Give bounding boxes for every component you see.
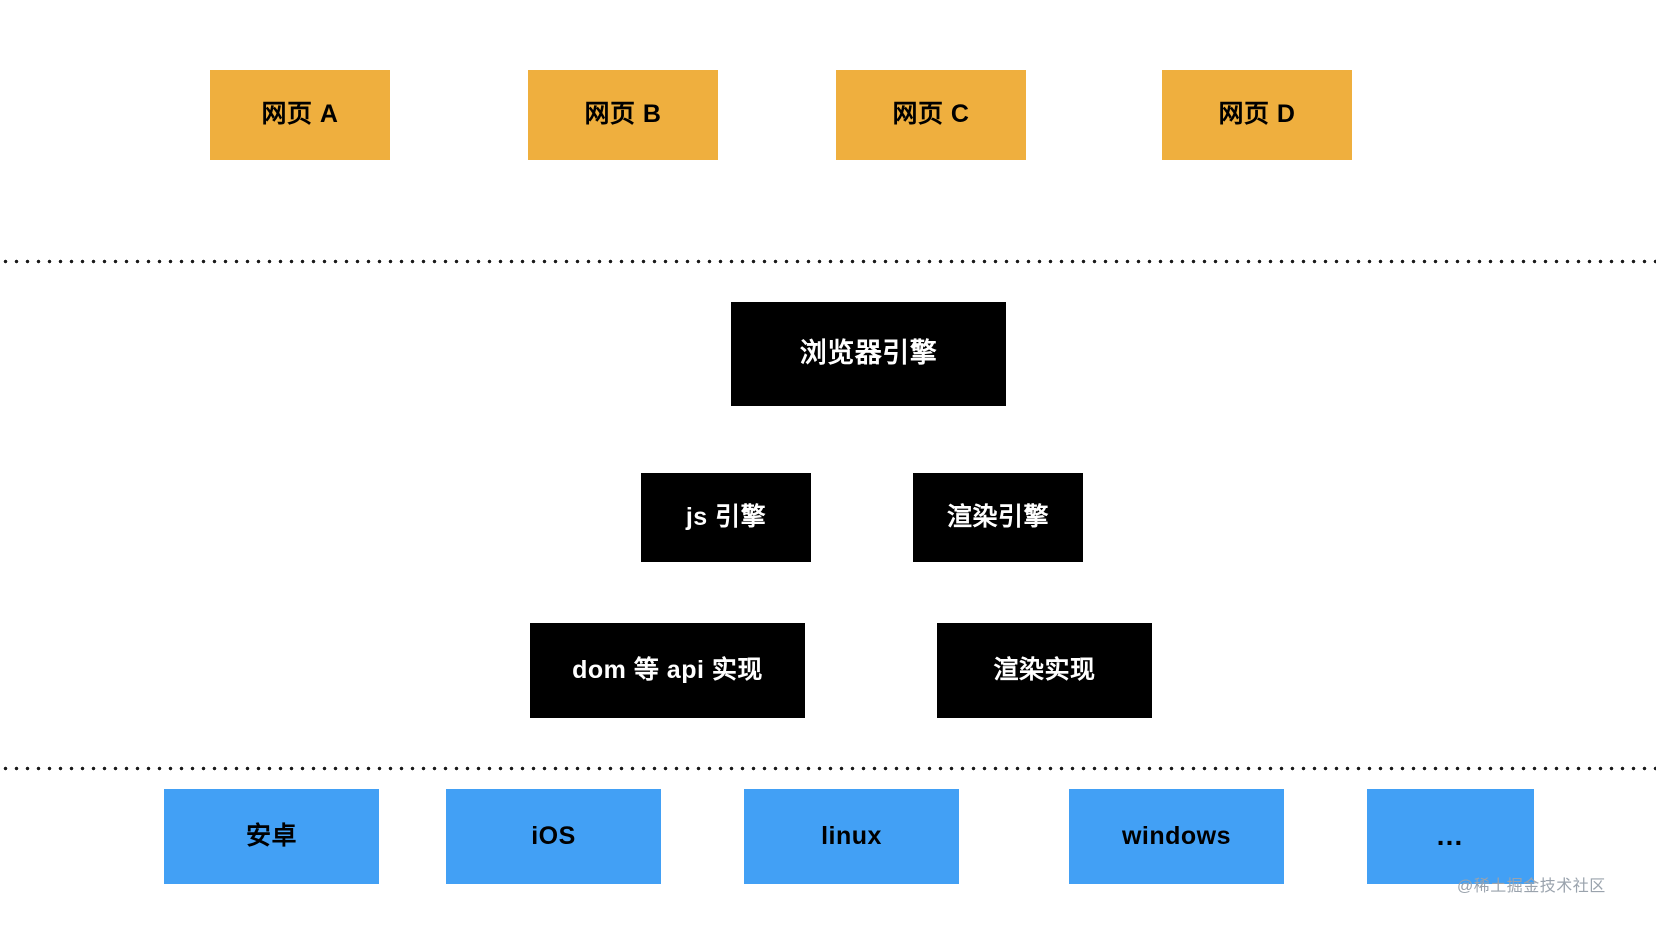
top-divider [0,259,1656,264]
page-box-c: 网页 C [836,70,1026,160]
page-box-b: 网页 B [528,70,718,160]
page-box-d: 网页 D [1162,70,1352,160]
os-box-ios: iOS [446,789,661,884]
dom-api-impl-box: dom 等 api 实现 [530,623,805,718]
render-engine-box: 渲染引擎 [913,473,1083,562]
page-box-a: 网页 A [210,70,390,160]
js-engine-box: js 引擎 [641,473,811,562]
os-box-android: 安卓 [164,789,379,884]
watermark: @稀土掘金技术社区 [1457,878,1606,895]
browser-engine-box: 浏览器引擎 [731,302,1006,406]
os-box-windows: windows [1069,789,1284,884]
os-box-linux: linux [744,789,959,884]
render-impl-box: 渲染实现 [937,623,1152,718]
os-box-more: … [1367,789,1534,884]
bottom-divider [0,766,1656,771]
